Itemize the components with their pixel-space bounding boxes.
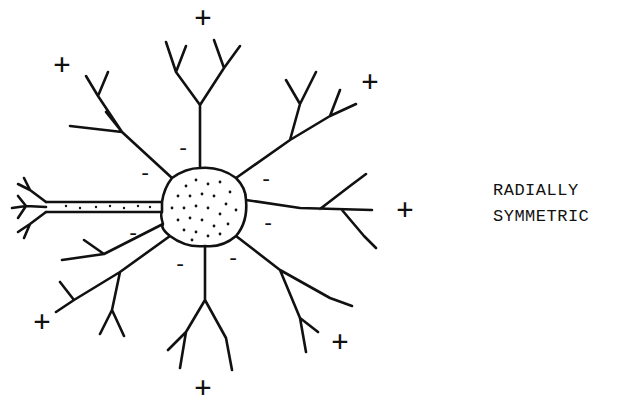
plus-sign: + (34, 308, 51, 336)
plus-sign: + (397, 196, 414, 224)
plus-sign: + (195, 4, 212, 32)
minus-sign: - (226, 247, 239, 269)
minus-sign: - (261, 212, 274, 234)
plus-sign: + (54, 51, 71, 79)
minus-sign: - (126, 222, 139, 244)
plus-sign: + (362, 68, 379, 96)
minus-sign: - (176, 137, 189, 159)
plus-sign: + (332, 328, 349, 356)
caption-note: RADIALLY SYMMETRIC (493, 178, 605, 231)
minus-sign: - (259, 168, 272, 190)
minus-sign: - (173, 253, 186, 275)
minus-sign: - (138, 162, 151, 184)
plus-sign: + (195, 374, 212, 402)
